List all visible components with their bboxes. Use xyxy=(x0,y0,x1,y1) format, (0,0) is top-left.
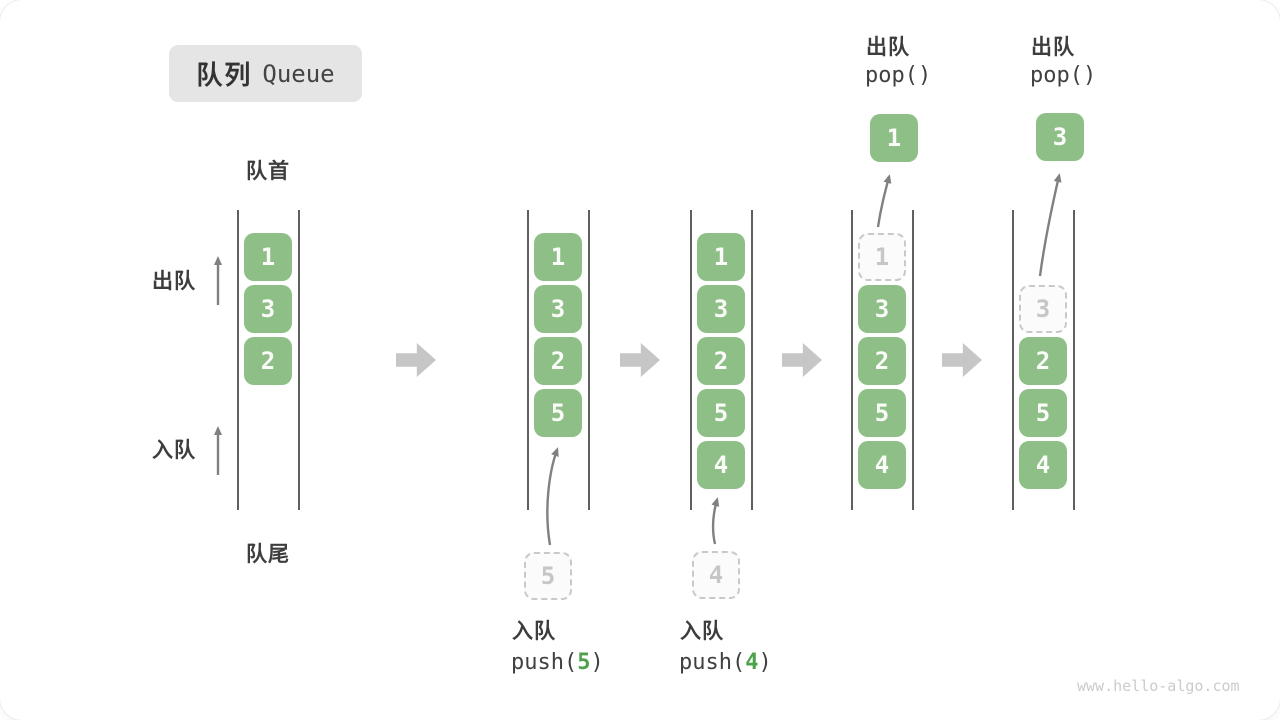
queue-wall xyxy=(1073,210,1075,510)
queue-wall xyxy=(527,210,529,510)
enqueue-op-label: 入队 xyxy=(512,620,556,643)
queue-front-label: 队首 xyxy=(246,160,290,183)
queue-item: 3 xyxy=(858,285,906,333)
enqueue-motion-arrow-icon xyxy=(546,447,559,546)
enqueue-op-code: push(4) xyxy=(679,650,772,675)
flow-arrow-icon xyxy=(942,343,982,377)
flow-arrow-icon xyxy=(620,343,660,377)
code-text: ) xyxy=(758,650,772,675)
queue-item: 1 xyxy=(534,233,582,281)
flow-arrow-icon xyxy=(396,343,436,377)
title-badge: 队列 Queue xyxy=(169,45,362,102)
queue-wall xyxy=(751,210,753,510)
queue-item: 5 xyxy=(534,389,582,437)
dequeue-side-label: 出队 xyxy=(152,270,196,293)
code-text: ) xyxy=(590,650,604,675)
popped-item: 3 xyxy=(1036,113,1084,161)
queue-wall xyxy=(588,210,590,510)
code-text: push( xyxy=(511,650,578,675)
queue-wall xyxy=(690,210,692,510)
incoming-item-ghost: 5 xyxy=(524,552,572,600)
queue-item: 5 xyxy=(858,389,906,437)
enqueue-op-label: 入队 xyxy=(680,620,724,643)
queue-item: 3 xyxy=(534,285,582,333)
incoming-item-ghost: 4 xyxy=(692,551,740,599)
queue-item: 4 xyxy=(697,441,745,489)
enqueue-side-label: 入队 xyxy=(152,439,196,462)
dequeue-op-label: 出队 xyxy=(866,36,910,59)
removed-item-ghost: 1 xyxy=(858,233,906,281)
code-arg: 4 xyxy=(745,650,759,675)
queue-rear-label: 队尾 xyxy=(246,543,290,566)
queue-item: 2 xyxy=(697,337,745,385)
dequeue-motion-arrow-icon xyxy=(1038,173,1062,277)
queue-item: 3 xyxy=(697,285,745,333)
queue-item: 5 xyxy=(697,389,745,437)
queue-item: 2 xyxy=(1019,337,1067,385)
queue-item: 2 xyxy=(244,337,292,385)
queue-wall xyxy=(851,210,853,510)
dequeue-op-code: pop() xyxy=(865,63,932,88)
queue-wall xyxy=(298,210,300,510)
queue-item: 5 xyxy=(1019,389,1067,437)
queue-wall xyxy=(1012,210,1014,510)
queue-item: 4 xyxy=(858,441,906,489)
queue-item: 4 xyxy=(1019,441,1067,489)
code-arg: 5 xyxy=(577,650,591,675)
queue-item: 1 xyxy=(697,233,745,281)
dequeue-op-label: 出队 xyxy=(1031,36,1075,59)
dequeue-op-code: pop() xyxy=(1030,63,1097,88)
queue-item: 2 xyxy=(858,337,906,385)
queue-item: 2 xyxy=(534,337,582,385)
title-en-label: Queue xyxy=(262,59,335,88)
watermark: www.hello-algo.com xyxy=(1077,677,1240,695)
queue-item: 1 xyxy=(244,233,292,281)
flow-arrow-icon xyxy=(782,343,822,377)
enqueue-motion-arrow-icon xyxy=(711,497,720,545)
title-zh-label: 队列 xyxy=(196,60,253,90)
removed-item-ghost: 3 xyxy=(1019,285,1067,333)
queue-item: 3 xyxy=(244,285,292,333)
popped-item: 1 xyxy=(870,114,918,162)
queue-wall xyxy=(912,210,914,510)
enqueue-op-code: push(5) xyxy=(511,650,604,675)
queue-wall xyxy=(237,210,239,510)
code-text: push( xyxy=(679,650,746,675)
dequeue-motion-arrow-icon xyxy=(876,174,892,228)
